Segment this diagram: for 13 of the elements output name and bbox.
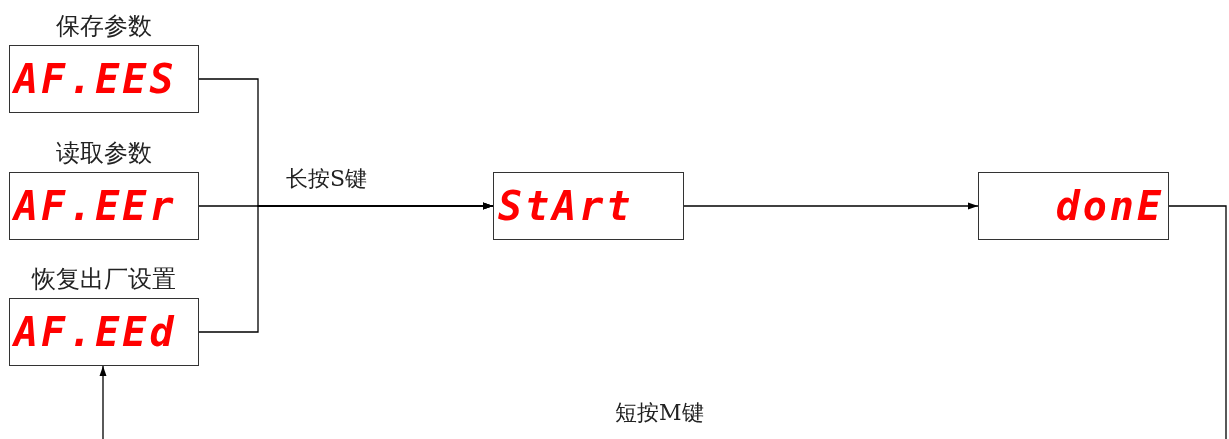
display-caption: 恢复出厂设置 xyxy=(30,264,177,295)
seven-segment-text: StArt xyxy=(497,186,634,226)
arrow xyxy=(99,365,107,439)
display-box xyxy=(978,172,1169,240)
seven-segment-text: donE xyxy=(1055,186,1165,226)
arrow xyxy=(683,202,979,210)
connector-line xyxy=(1168,205,1227,439)
display-caption: 保存参数 xyxy=(55,11,153,42)
display-box xyxy=(493,172,684,240)
seven-segment-text: AF.EEd xyxy=(11,312,177,352)
seven-segment-text: AF.EES xyxy=(11,59,177,99)
display-caption: 读取参数 xyxy=(55,138,153,169)
seven-segment-text: AF.EEr xyxy=(11,186,177,226)
